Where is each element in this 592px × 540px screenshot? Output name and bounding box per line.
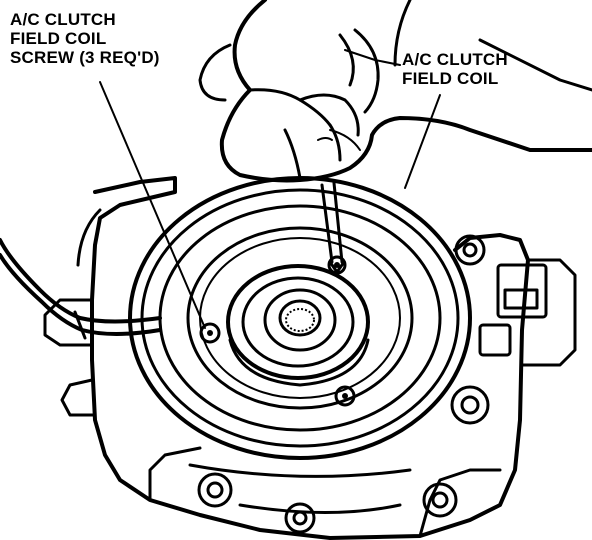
leader-lines bbox=[99, 49, 441, 329]
label-screw-line1: A/C CLUTCH bbox=[10, 10, 116, 29]
field-coil bbox=[128, 176, 472, 460]
coil-wire bbox=[0, 208, 162, 340]
field-coil-screw-left bbox=[199, 322, 221, 344]
label-field-coil-screw: A/C CLUTCH FIELD COIL SCREW (3 REQ'D) bbox=[10, 10, 160, 67]
compressor-body bbox=[43, 176, 577, 540]
screwdriver bbox=[320, 181, 346, 274]
label-coil-line1: A/C CLUTCH bbox=[402, 50, 508, 69]
label-coil-line2: FIELD COIL bbox=[402, 69, 499, 88]
label-field-coil: A/C CLUTCH FIELD COIL bbox=[402, 50, 508, 88]
hand bbox=[198, 0, 592, 183]
field-coil-screw-bottom bbox=[334, 385, 356, 407]
label-screw-line3: SCREW (3 REQ'D) bbox=[10, 48, 160, 67]
clutch-hub bbox=[226, 264, 370, 387]
label-screw-line2: FIELD COIL bbox=[10, 29, 107, 48]
